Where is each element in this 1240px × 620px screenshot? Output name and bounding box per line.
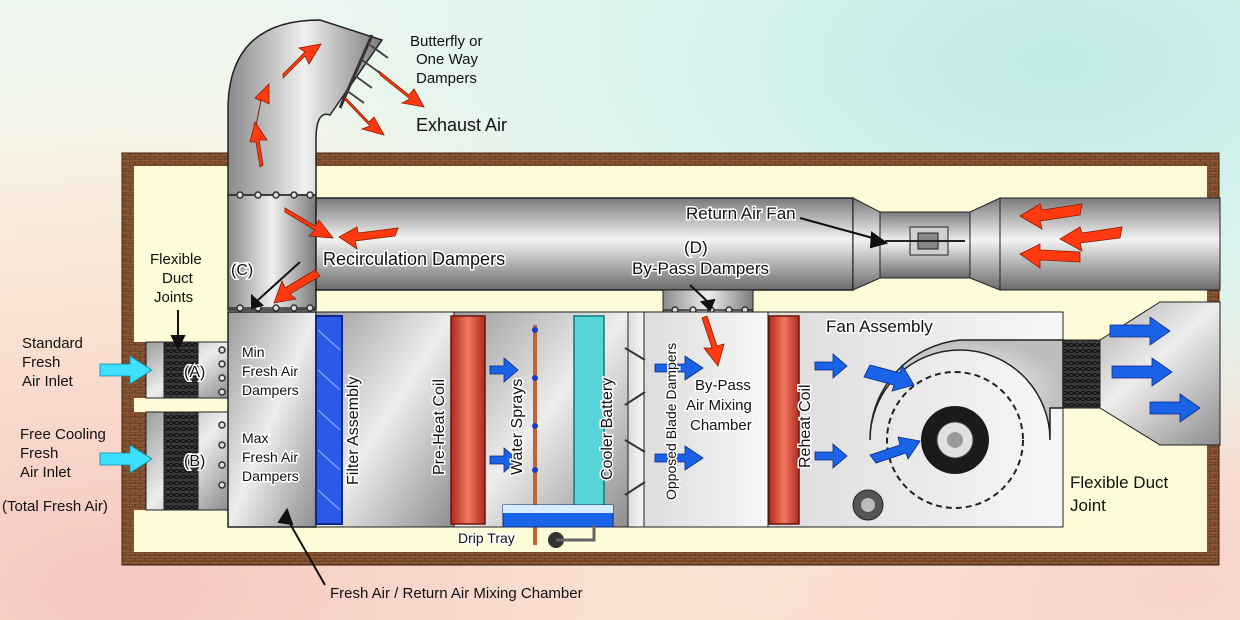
return-air-fan-motor xyxy=(885,226,965,256)
label-recirculation-dampers: Recirculation Dampers xyxy=(323,249,505,269)
label-mixing-chamber: Fresh Air / Return Air Mixing Chamber xyxy=(330,585,583,602)
label-standard-inlet-3: Air Inlet xyxy=(22,373,74,390)
cooler-battery-coil xyxy=(573,315,605,507)
label-flex-joints-1: Flexible xyxy=(150,251,202,268)
label-bypass-mixing-2: Air Mixing xyxy=(686,397,752,414)
label-min-dampers-3: Dampers xyxy=(242,382,299,398)
pre-heat-coil xyxy=(450,315,486,525)
exhaust-elbow-duct xyxy=(227,19,384,196)
recirculation-damper-rows xyxy=(228,191,316,312)
label-flex-joints-3: Joints xyxy=(154,289,193,306)
label-filter-assembly: Filter Assembly xyxy=(345,377,362,485)
label-max-dampers-3: Dampers xyxy=(242,468,299,484)
label-cooler-battery: Cooler Battery xyxy=(599,378,616,480)
label-a-marker: (A) xyxy=(184,364,205,381)
fresh-air-arrows xyxy=(99,355,153,474)
label-fan-assembly: Fan Assembly xyxy=(826,317,933,336)
label-standard-inlet-1: Standard xyxy=(22,335,83,352)
label-d-marker: (D) xyxy=(684,238,708,257)
label-total-fresh-air: (Total Fresh Air) xyxy=(2,498,108,515)
leader-lines xyxy=(170,217,889,586)
label-standard-inlet-2: Fresh xyxy=(22,354,60,371)
label-flex-joints-2: Duct xyxy=(162,270,194,287)
label-bypass-mixing-1: By-Pass xyxy=(695,377,751,394)
label-free-cooling-3: Air Inlet xyxy=(20,464,72,481)
label-butterfly-3: Dampers xyxy=(416,70,477,87)
supply-air-arrows xyxy=(489,316,1201,473)
label-b-marker: (B) xyxy=(184,453,205,470)
diagram-labels: Butterfly or One Way Dampers Exhaust Air… xyxy=(2,33,1169,602)
filter-mesh xyxy=(317,329,341,511)
label-min-dampers-1: Min xyxy=(242,344,265,360)
label-bypass-mixing-3: Chamber xyxy=(690,417,752,434)
label-drip-tray: Drip Tray xyxy=(458,530,515,546)
label-return-air-fan: Return Air Fan xyxy=(686,204,796,223)
label-butterfly-1: Butterfly or xyxy=(410,33,483,50)
label-max-dampers-2: Fresh Air xyxy=(242,449,298,465)
standard-fresh-air-inlet xyxy=(124,341,229,399)
label-min-dampers-2: Fresh Air xyxy=(242,363,298,379)
label-c-marker: (C) xyxy=(231,262,253,279)
label-opposed-blade-dampers: Opposed Blade Dampers xyxy=(663,343,679,500)
label-water-sprays: Water Sprays xyxy=(509,379,526,475)
label-flexible-duct-joint-2: Joint xyxy=(1070,496,1106,515)
label-free-cooling-2: Fresh xyxy=(20,445,58,462)
drip-tray xyxy=(502,504,614,528)
exhaust-air-arrows xyxy=(249,43,1123,367)
supply-fan-scroll xyxy=(869,339,1064,509)
label-bypass-dampers: By-Pass Dampers xyxy=(632,259,769,278)
inlet-dampers xyxy=(218,346,226,489)
label-free-cooling-1: Free Cooling xyxy=(20,426,106,443)
label-pre-heat-coil: Pre-Heat Coil xyxy=(431,379,448,475)
butterfly-damper-blades xyxy=(345,44,389,104)
supply-fan-motor xyxy=(852,489,884,521)
label-max-dampers-1: Max xyxy=(242,430,268,446)
return-air-duct xyxy=(315,197,1221,291)
label-reheat-coil: Reheat Coil xyxy=(797,384,814,468)
reheat-coil xyxy=(768,315,800,525)
recirculation-duct xyxy=(227,194,317,311)
label-flexible-duct-joint-1: Flexible Duct xyxy=(1070,473,1169,492)
label-butterfly-2: One Way xyxy=(416,51,478,68)
opposed-blade-damper-set xyxy=(624,347,646,496)
label-exhaust-air: Exhaust Air xyxy=(416,115,507,135)
drip-tray-pump xyxy=(548,525,596,548)
